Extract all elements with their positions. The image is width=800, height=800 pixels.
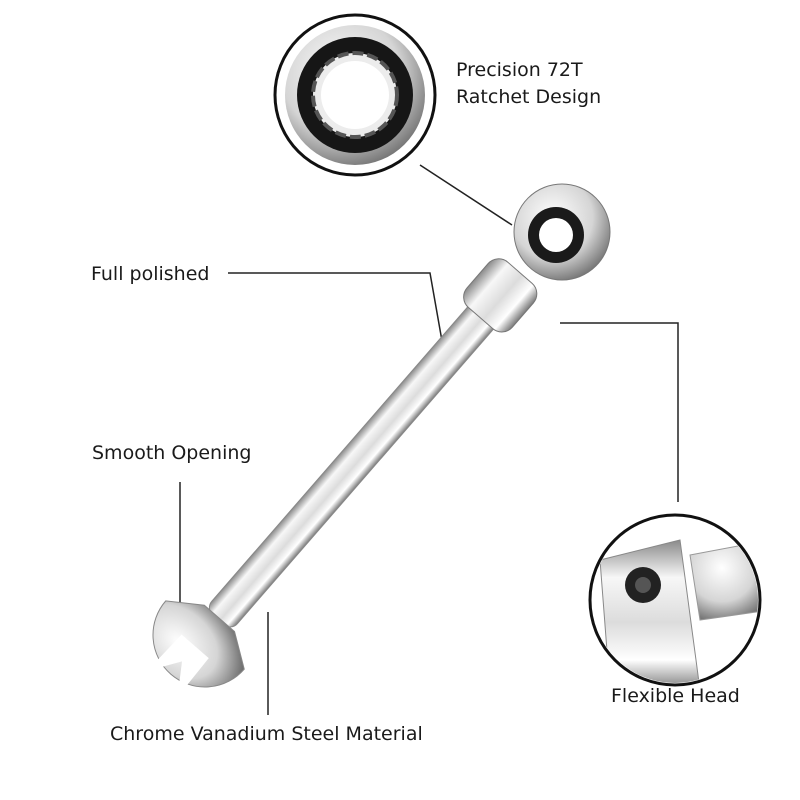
callout-ratchet-line1: Precision 72T [456, 59, 583, 81]
callout-opening: Smooth Opening [92, 442, 252, 464]
wrench [147, 183, 611, 698]
callout-flexible: Flexible Head [611, 685, 740, 707]
flexible-head-detail-circle [588, 513, 762, 687]
callout-polished: Full polished [91, 263, 210, 285]
callout-ratchet-line2: Ratchet Design [456, 86, 602, 108]
callout-material: Chrome Vanadium Steel Material [110, 723, 423, 745]
ratchet-detail-circle [273, 13, 437, 177]
